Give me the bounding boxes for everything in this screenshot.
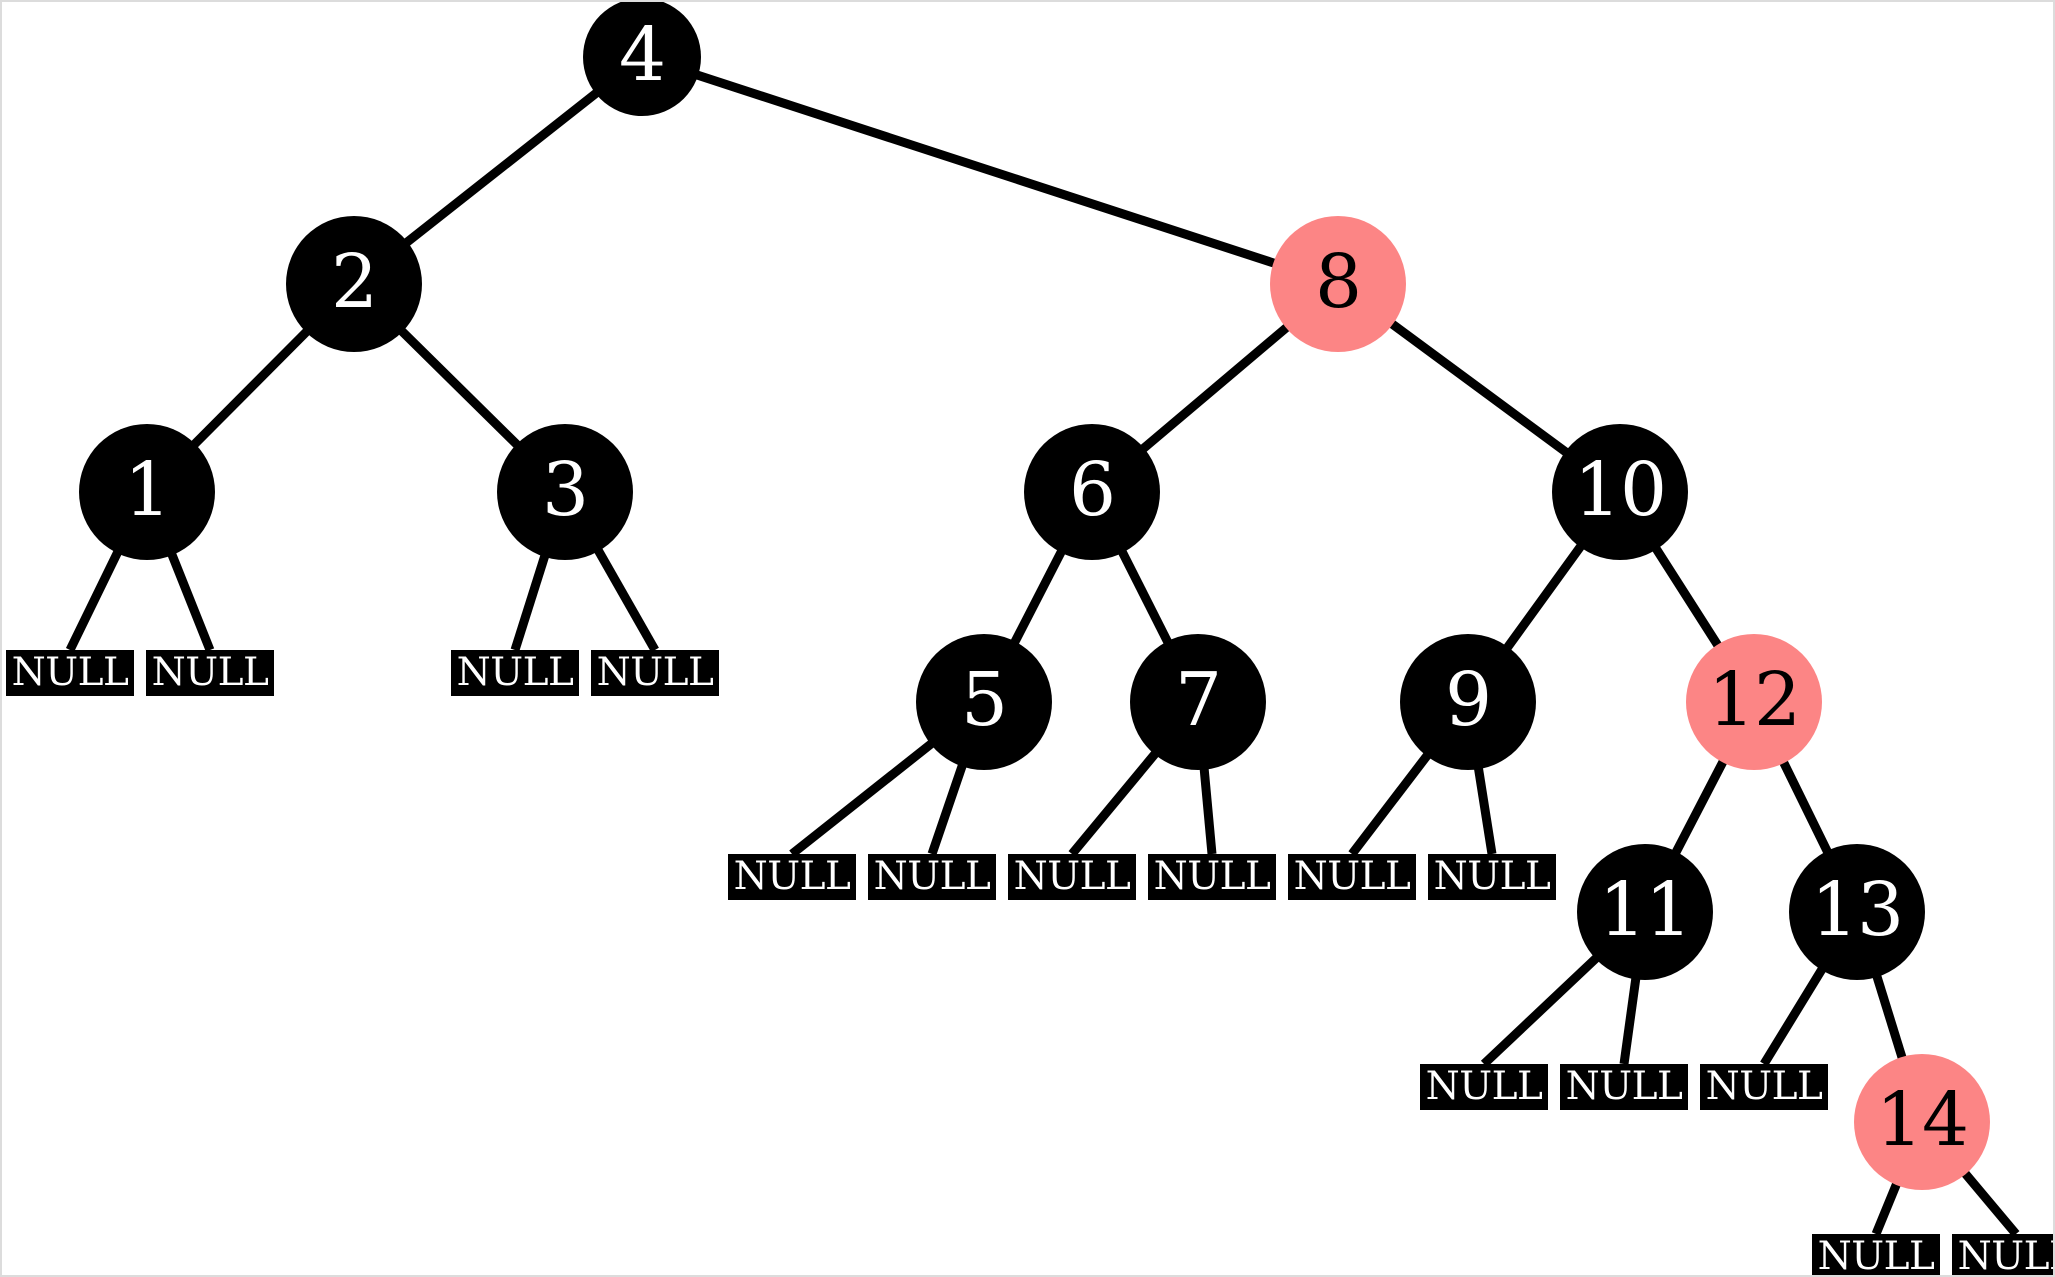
tree-null-label: NULL: [873, 853, 991, 899]
tree-node-6-black[interactable]: 6: [1024, 424, 1160, 560]
tree-node-label: 13: [1810, 867, 1904, 953]
tree-node-14-red[interactable]: 14: [1854, 1054, 1990, 1190]
tree-node-label: 10: [1573, 447, 1667, 533]
tree-node-label: 7: [1174, 657, 1222, 743]
tree-null-leaf: NULL: [1148, 854, 1276, 900]
tree-null-label: NULL: [1565, 1063, 1683, 1109]
tree-edge: [640, 52, 1340, 289]
tree-null-label: NULL: [11, 649, 129, 695]
tree-null-leaf: NULL: [1812, 1233, 1940, 1277]
tree-null-label: NULL: [1817, 1233, 1935, 1277]
tree-node-7-black[interactable]: 7: [1130, 634, 1266, 770]
tree-node-label: 1: [123, 447, 171, 533]
tree-null-leaf: NULL: [1952, 1233, 2053, 1277]
tree-node-label: 5: [960, 657, 1008, 743]
tree-null-leaf: NULL: [868, 854, 996, 900]
tree-null-leaf: NULL: [1428, 854, 1556, 900]
tree-null-leaf: NULL: [146, 650, 274, 696]
tree-null-label: NULL: [733, 853, 851, 899]
tree-null-leaf: NULL: [1288, 854, 1416, 900]
tree-null-leaf: NULL: [1700, 1064, 1828, 1110]
tree-null-leaf: NULL: [1420, 1064, 1548, 1110]
tree-null-label: NULL: [1705, 1063, 1823, 1109]
tree-node-13-black[interactable]: 13: [1789, 844, 1925, 980]
tree-null-label: NULL: [1425, 1063, 1543, 1109]
tree-null-leaf: NULL: [6, 650, 134, 696]
tree-null-leaf: NULL: [451, 650, 579, 696]
tree-node-label: 11: [1598, 867, 1692, 953]
tree-node-label: 14: [1875, 1077, 1969, 1163]
tree-null-leaf: NULL: [728, 854, 856, 900]
tree-null-leaf: NULL: [1008, 854, 1136, 900]
tree-node-2-black[interactable]: 2: [286, 216, 422, 352]
tree-node-5-black[interactable]: 5: [916, 634, 1052, 770]
tree-null-label: NULL: [1957, 1233, 2053, 1277]
tree-node-label: 9: [1444, 657, 1492, 743]
tree-node-11-black[interactable]: 11: [1577, 844, 1713, 980]
tree-node-label: 8: [1314, 239, 1362, 325]
tree-node-8-red[interactable]: 8: [1270, 216, 1406, 352]
tree-node-label: 12: [1707, 657, 1801, 743]
tree-node-label: 6: [1068, 447, 1116, 533]
tree-node-label: 4: [618, 12, 666, 98]
tree-node-1-black[interactable]: 1: [79, 424, 215, 560]
tree-null-label: NULL: [1153, 853, 1271, 899]
tree-node-10-black[interactable]: 10: [1552, 424, 1688, 560]
tree-node-label: 2: [330, 239, 378, 325]
tree-null-leaf: NULL: [1560, 1064, 1688, 1110]
tree-null-label: NULL: [1433, 853, 1551, 899]
tree-node-label: 3: [541, 447, 589, 533]
tree-node-4-black[interactable]: 4: [583, 2, 701, 116]
tree-node-9-black[interactable]: 9: [1400, 634, 1536, 770]
tree-null-label: NULL: [596, 649, 714, 695]
tree-node-3-black[interactable]: 3: [497, 424, 633, 560]
tree-null-label: NULL: [1013, 853, 1131, 899]
tree-null-leaf: NULL: [591, 650, 719, 696]
tree-null-label: NULL: [1293, 853, 1411, 899]
tree-null-label: NULL: [151, 649, 269, 695]
tree-node-12-red[interactable]: 12: [1686, 634, 1822, 770]
tree-null-label: NULL: [456, 649, 574, 695]
